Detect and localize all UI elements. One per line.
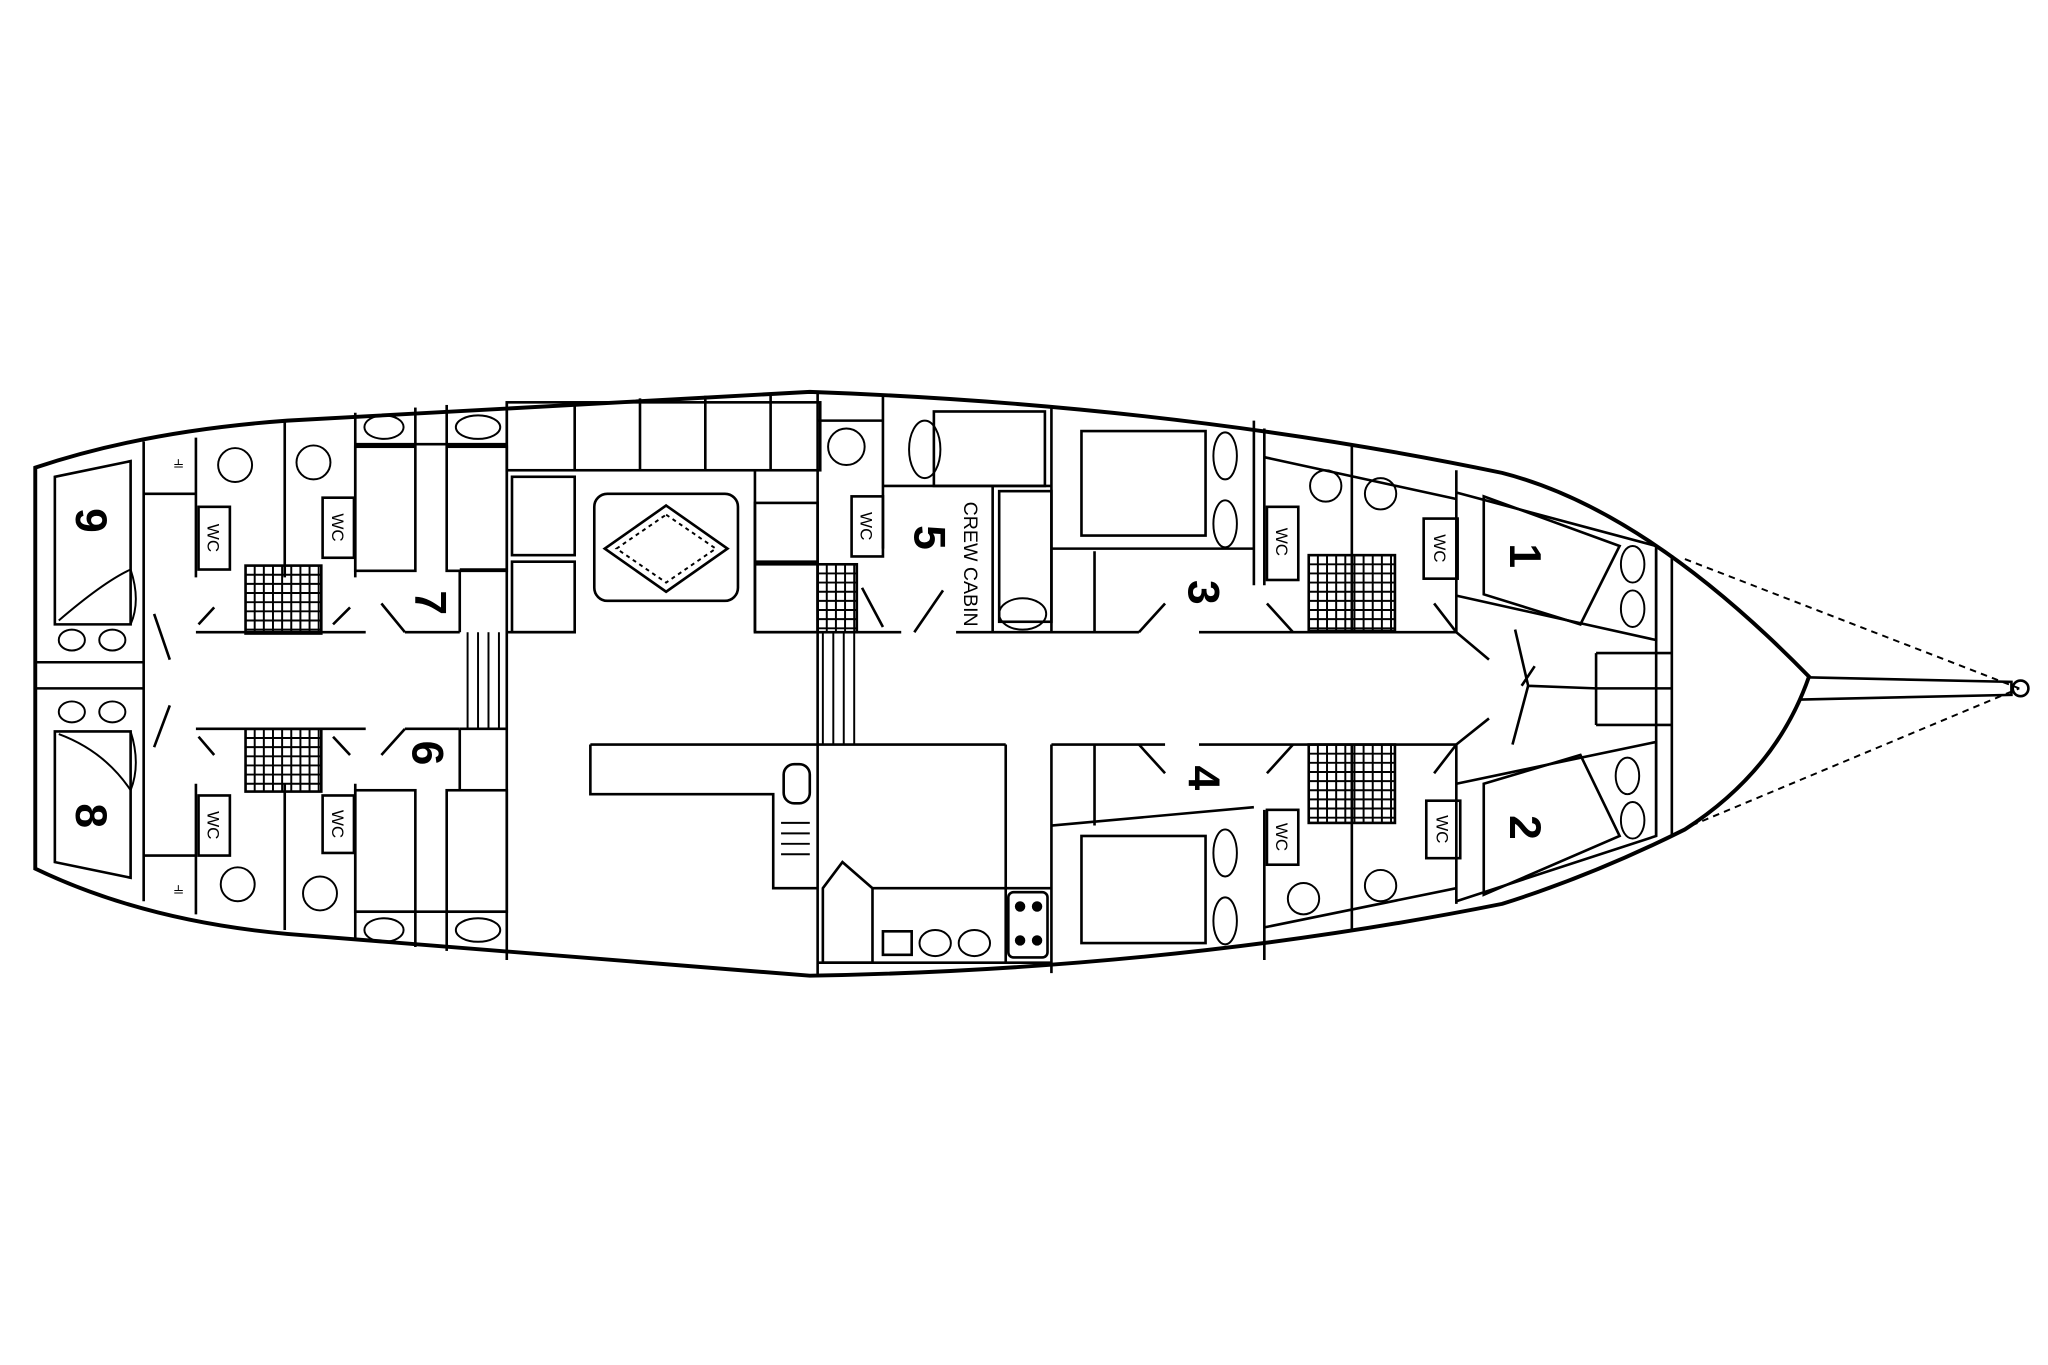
shower-icon: ⫨ [174, 878, 184, 897]
cabin-number-4: 4 [1179, 765, 1228, 790]
saloon [505, 391, 1006, 976]
shower-grid [244, 564, 323, 635]
cabin-number-6: 6 [403, 741, 452, 766]
cabins-6-7 [353, 402, 509, 961]
toilets [217, 444, 1398, 916]
crew-cabin-label: CREW CABIN [959, 502, 981, 627]
shower-icon: ⫨ [174, 453, 184, 472]
cabin-number-8: 8 [66, 803, 115, 828]
cabin-number-5: 5 [904, 525, 953, 550]
wc-label: WC [204, 811, 223, 839]
hull-outline [33, 389, 1812, 978]
saloon-table [592, 492, 740, 603]
wc-label: WC [328, 513, 347, 541]
shower-grids [244, 553, 1397, 825]
cabin-number-1: 1 [1500, 543, 1549, 568]
wc-label: WC [328, 810, 347, 838]
stern-cabins: ⫨ ⫨ [35, 420, 366, 931]
wc-label: WC [1272, 528, 1291, 556]
wc-label: WC [1272, 823, 1291, 851]
wc-label: WC [204, 524, 223, 552]
wc-label: WC [857, 512, 876, 540]
shower-grid [1307, 553, 1397, 633]
crew-cabin [817, 394, 1139, 634]
wc-label: WC [1433, 815, 1452, 843]
shower-grid [816, 562, 859, 634]
cabin-number-2: 2 [1500, 815, 1549, 840]
wc-label: WC [1430, 534, 1449, 562]
galley [781, 744, 1053, 974]
shower-grid [1307, 743, 1397, 825]
cabins-3-4 [1051, 420, 1266, 961]
cabin-number-7: 7 [405, 590, 454, 615]
cabin-number-3: 3 [1179, 580, 1228, 605]
wc-boxes: WC WC WC WC WC WC WC WC WC [197, 495, 1462, 867]
forward-cabins [1199, 428, 1674, 931]
cabin-number-9: 9 [66, 508, 115, 533]
cabin-numbers: 1 2 3 4 5 6 7 8 9 CREW CABIN [66, 502, 1549, 840]
shower-grid [244, 727, 323, 793]
